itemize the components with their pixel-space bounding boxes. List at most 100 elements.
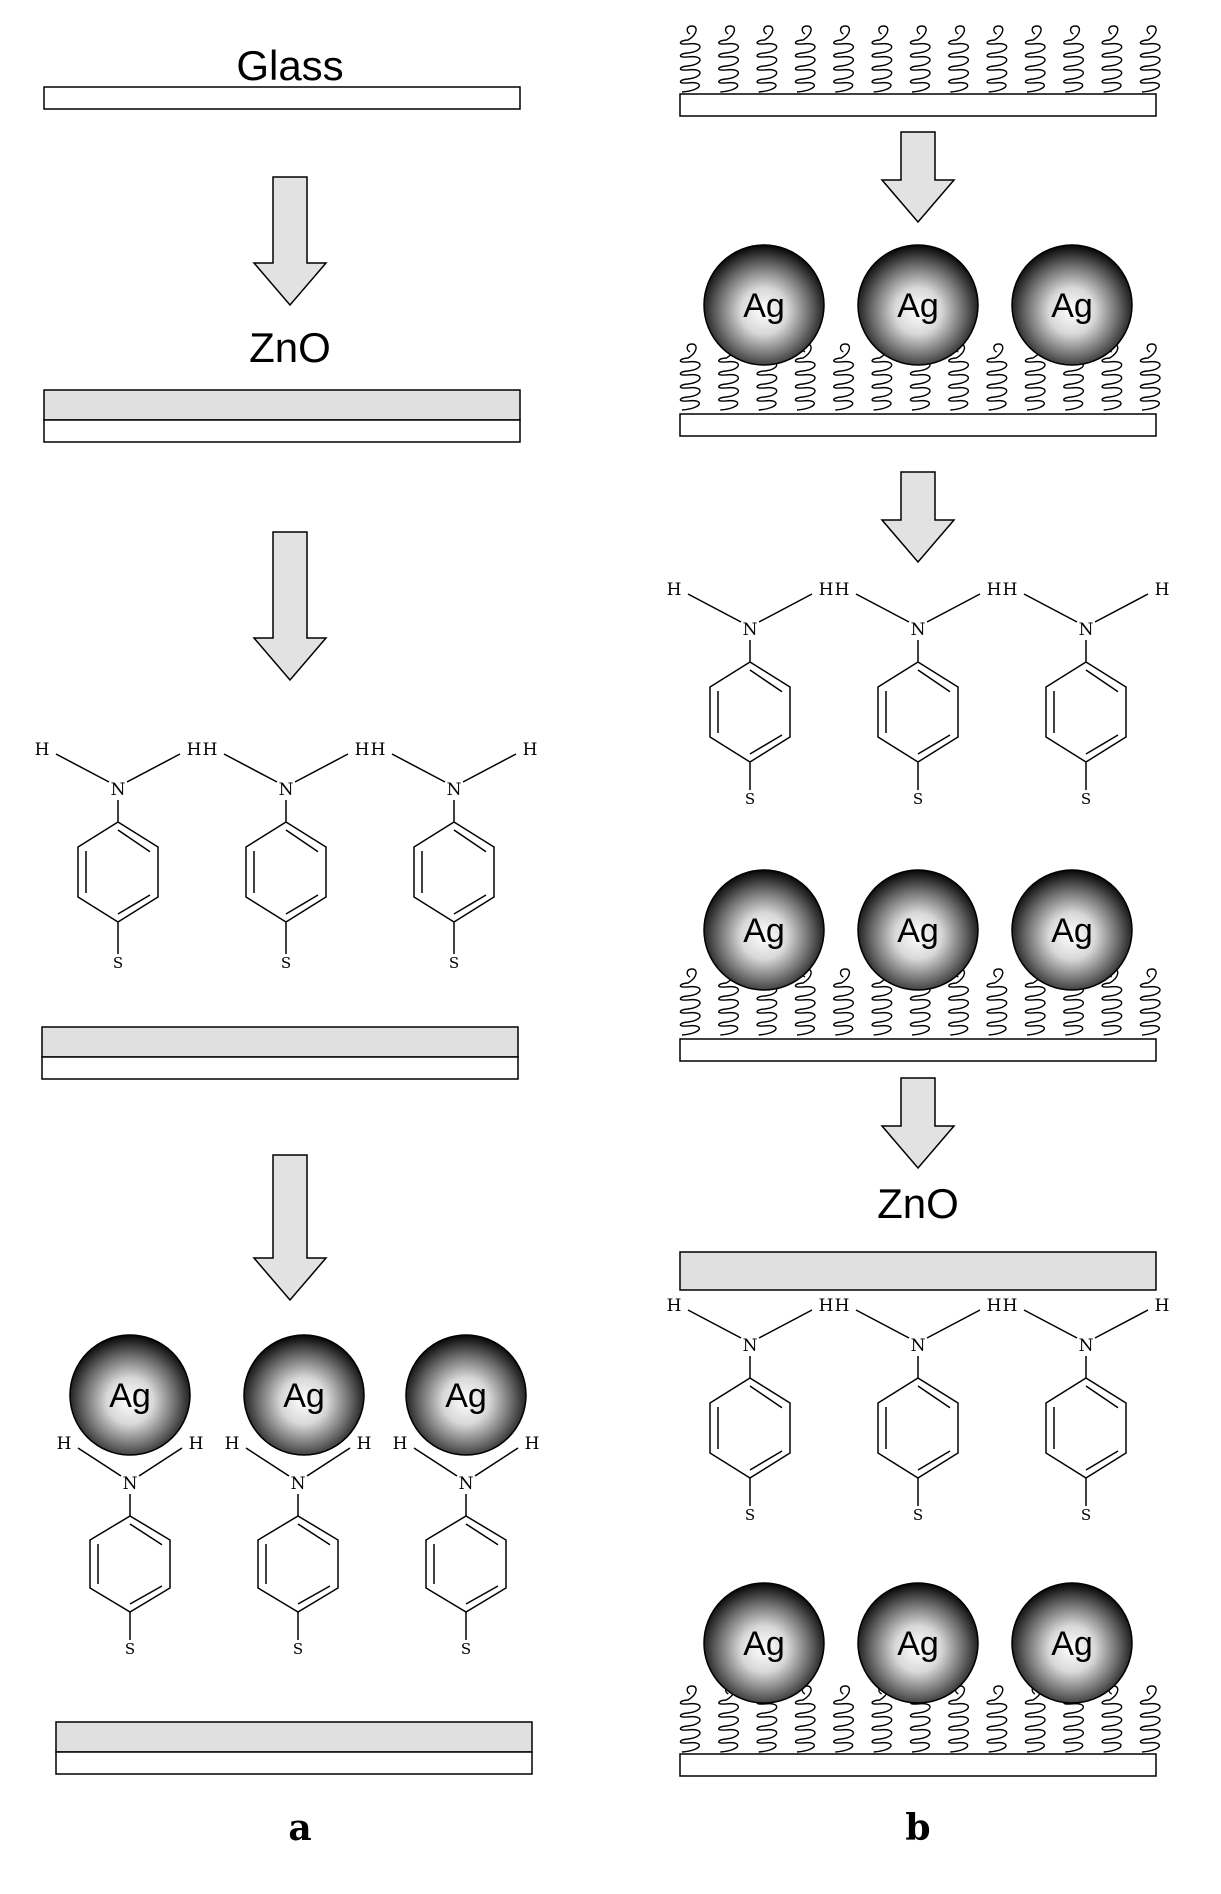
polymer-spring [948, 25, 970, 93]
ag-nanoparticle: Ag [703, 869, 825, 991]
sulfur-atom: S [913, 790, 923, 808]
hydrogen-atom: H [35, 740, 50, 760]
double-bond [297, 1585, 331, 1605]
nitrogen-atom: N [459, 1474, 474, 1494]
polymer-spring [833, 25, 855, 93]
nh-bond [926, 593, 981, 623]
sulfur-atom: S [1081, 1506, 1091, 1524]
hydrogen-atom: H [371, 740, 386, 760]
ag-nanoparticle: Ag [243, 1334, 365, 1456]
ag-nanoparticle: Ag [69, 1334, 191, 1456]
glass-label: Glass [236, 42, 343, 89]
nitrogen-atom: N [447, 780, 462, 800]
polymer-spring [1139, 1685, 1161, 1753]
sulfur-atom: S [293, 1640, 303, 1658]
polymer-spring [909, 25, 931, 93]
nh-bond [758, 1309, 813, 1339]
ag-label: Ag [897, 912, 939, 950]
double-bond [117, 894, 151, 915]
polymer-spring [1101, 968, 1123, 1036]
polymer-spring [1139, 968, 1161, 1036]
benzene-ring [1045, 661, 1127, 763]
polymer-spring [794, 343, 816, 411]
glass-substrate [43, 86, 521, 110]
ag-label: Ag [897, 287, 939, 325]
polymer-spring [1101, 1685, 1123, 1753]
benzene-ring [257, 1515, 339, 1613]
nh-bond [391, 753, 446, 783]
ag-label: Ag [743, 287, 785, 325]
benzene-ring [709, 1377, 791, 1479]
hydrogen-atom: H [1155, 1296, 1170, 1316]
nitrogen-atom: N [111, 780, 126, 800]
double-bond [117, 829, 151, 853]
nh-bond [1023, 593, 1078, 623]
hydrogen-atom: H [525, 1434, 540, 1454]
benzene-ring [425, 1515, 507, 1613]
double-bond [749, 1385, 783, 1409]
panel-label-a: a [288, 1807, 311, 1849]
glass-substrate [55, 1751, 533, 1775]
hydrogen-atom: H [987, 580, 1002, 600]
nh-bond [855, 1309, 910, 1339]
nh-bond [462, 753, 517, 783]
ag-label: Ag [1051, 912, 1093, 950]
glass-substrate [679, 1038, 1157, 1062]
hydrogen-atom: H [667, 580, 682, 600]
ag-label: Ag [1051, 1625, 1093, 1663]
nitrogen-atom: N [279, 780, 294, 800]
zno-label-a: ZnO [249, 324, 331, 371]
double-bond [129, 1523, 163, 1546]
hydrogen-atom: H [357, 1434, 372, 1454]
glass-substrate [679, 93, 1157, 117]
sulfur-atom: S [745, 1506, 755, 1524]
sulfur-atom: S [449, 954, 459, 972]
nh-bond [413, 1447, 458, 1477]
nh-bond [223, 753, 278, 783]
glass-substrate [43, 419, 521, 443]
polymer-spring [794, 1685, 816, 1753]
sulfur-atom: S [281, 954, 291, 972]
nh-bond [77, 1447, 122, 1477]
hydrogen-atom: H [1155, 580, 1170, 600]
nh-bond [138, 1447, 183, 1477]
nitrogen-atom: N [911, 620, 926, 640]
ag-nanoparticle: Ag [1011, 869, 1133, 991]
nitrogen-atom: N [1079, 1336, 1094, 1356]
polymer-spring [986, 343, 1008, 411]
zno-layer [41, 1026, 519, 1058]
sulfur-atom: S [1081, 790, 1091, 808]
benzene-ring [89, 1515, 171, 1613]
polymer-spring [1063, 25, 1085, 93]
hydrogen-atom: H [189, 1434, 204, 1454]
double-bond [453, 829, 487, 853]
nh-bond [758, 593, 813, 623]
benzene-ring [709, 661, 791, 763]
hydrogen-atom: H [187, 740, 202, 760]
benzene-ring [413, 821, 495, 923]
polymer-spring [1101, 25, 1123, 93]
ag-nanoparticle: Ag [857, 1582, 979, 1704]
hydrogen-atom: H [819, 580, 834, 600]
double-bond [749, 669, 783, 693]
nh-bond [687, 593, 742, 623]
nh-bond [294, 753, 349, 783]
polymer-spring [948, 968, 970, 1036]
ag-nanoparticle: Ag [703, 1582, 825, 1704]
ag-nanoparticle: Ag [857, 244, 979, 366]
zno-layer [55, 1721, 533, 1753]
double-bond [285, 894, 319, 915]
ag-nanoparticle: Ag [405, 1334, 527, 1456]
panel-label-b: b [905, 1807, 930, 1849]
polymer-spring [833, 343, 855, 411]
benzene-ring [77, 821, 159, 923]
polymer-spring [679, 25, 701, 93]
